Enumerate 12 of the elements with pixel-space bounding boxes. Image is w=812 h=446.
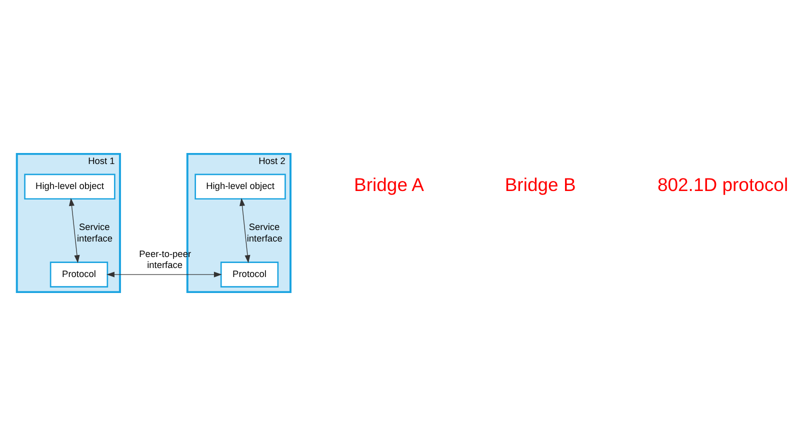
edge-label: Service interface <box>77 222 112 244</box>
arrow <box>68 198 80 264</box>
label: Bridge A <box>354 174 424 196</box>
label: 802.1D protocol <box>657 174 788 196</box>
arrow <box>240 198 250 264</box>
arrow <box>106 272 222 278</box>
node-box: High-level object <box>24 174 116 200</box>
edge-label: Service interface <box>246 222 282 244</box>
node-box: High-level object <box>194 174 286 200</box>
label: Bridge B <box>504 174 576 196</box>
node-box: Protocol <box>50 262 108 288</box>
node-box: Protocol <box>220 262 279 288</box>
